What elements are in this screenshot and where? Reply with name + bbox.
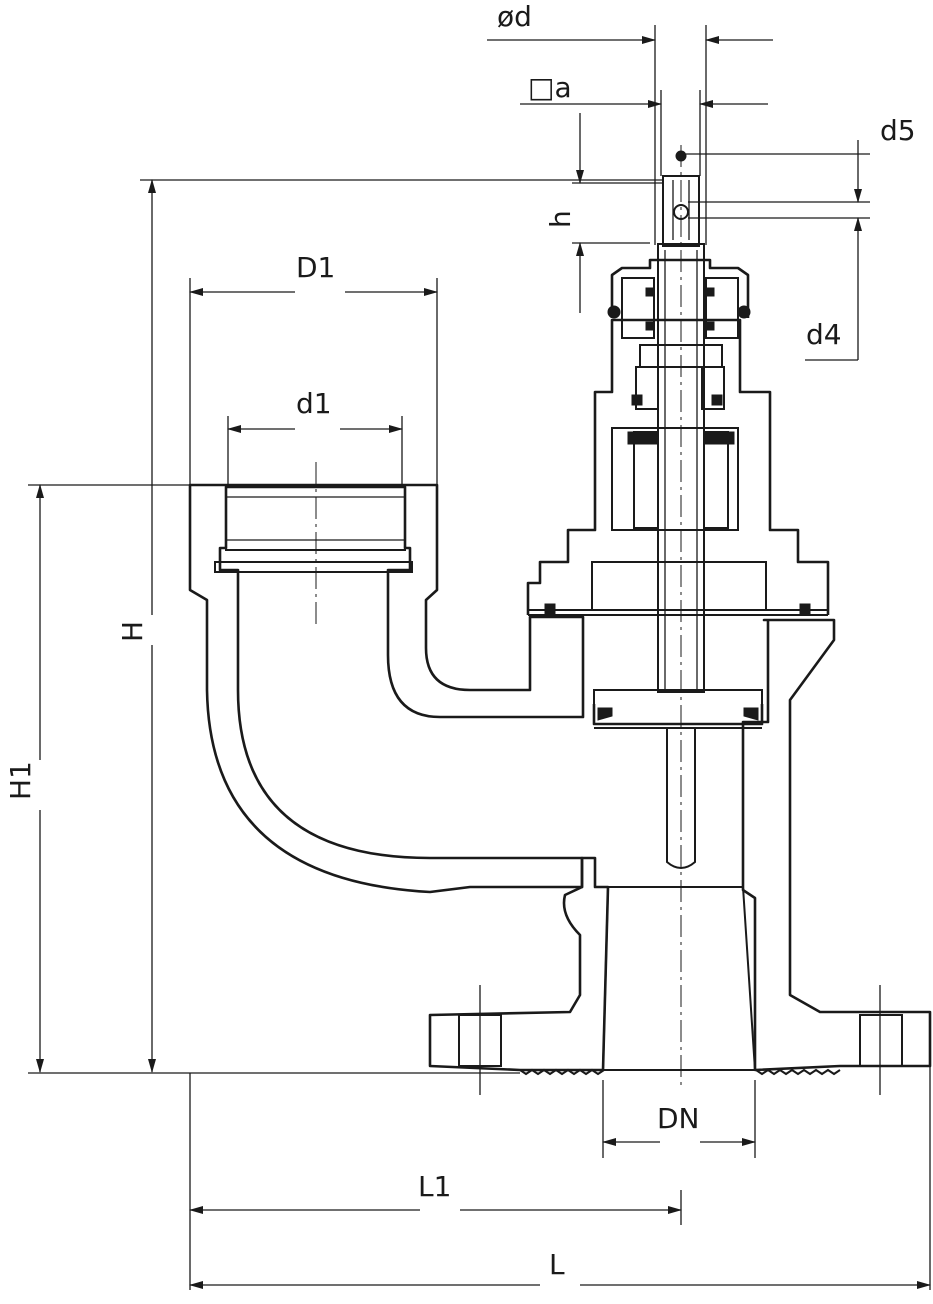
dimension-lines xyxy=(28,25,931,1290)
disc-plate xyxy=(593,689,763,725)
label-L: L xyxy=(549,1248,565,1281)
label-od: ød xyxy=(497,0,532,33)
label-D1: D1 xyxy=(296,251,335,284)
label-d4: d4 xyxy=(806,318,842,351)
label-L1: L1 xyxy=(418,1170,451,1203)
label-H1: H1 xyxy=(4,761,37,800)
valve-body xyxy=(188,483,932,1076)
spindle-nut-left xyxy=(633,431,659,529)
label-H: H xyxy=(116,621,149,642)
inlet-gasket xyxy=(214,561,413,573)
outlet-bore xyxy=(601,886,757,1071)
cap-seal-left xyxy=(607,305,621,319)
bonnet-chamber xyxy=(611,427,739,531)
housing-right xyxy=(741,618,932,1072)
valve-disc xyxy=(592,689,764,729)
disc-seal xyxy=(592,704,764,726)
stem-rod-lower xyxy=(666,727,696,869)
label-a: □a xyxy=(528,71,572,104)
label-DN: DN xyxy=(657,1102,700,1135)
bonnet-bolt-left xyxy=(544,603,556,615)
dimension-labels: ød □a d5 h d4 D1 d1 H H1 DN L1 L xyxy=(4,0,916,1281)
center-lines xyxy=(315,145,881,1095)
spindle-nut-right xyxy=(703,431,729,529)
flange-bolt-hole-right xyxy=(859,1014,903,1067)
gland-block xyxy=(591,561,767,611)
cap-seal-right xyxy=(737,305,751,319)
cap-housing xyxy=(610,258,750,318)
label-d5: d5 xyxy=(880,114,916,147)
bonnet xyxy=(526,258,830,616)
inlet-socket xyxy=(188,483,585,894)
label-d1: d1 xyxy=(296,387,332,420)
stem-square-top xyxy=(662,175,700,247)
bonnet-bolt-right xyxy=(799,603,811,615)
label-h: h xyxy=(544,210,577,228)
